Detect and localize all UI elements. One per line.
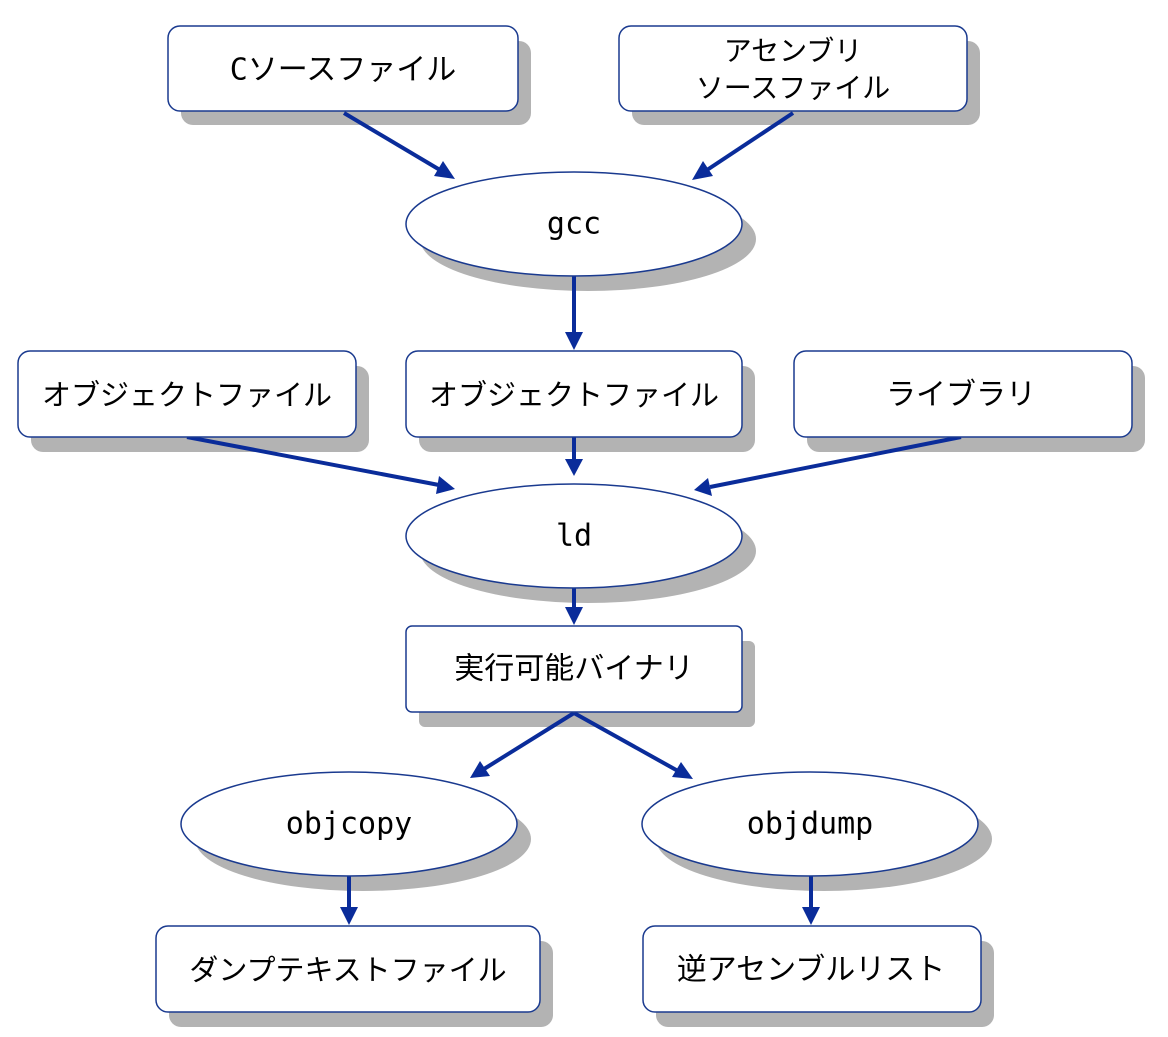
- c-source-file-label: Cソースファイル: [230, 53, 457, 88]
- edge-executable-to-objcopy: [482, 711, 576, 771]
- arrowhead: [565, 607, 583, 625]
- edge-layer: [186, 111, 962, 925]
- library-label: ライブラリ: [886, 378, 1036, 413]
- arrowhead: [340, 907, 358, 925]
- executable-binary-label: 実行可能バイナリ: [454, 652, 693, 687]
- arrowhead: [672, 762, 693, 779]
- ld-node: ld: [405, 483, 743, 589]
- arrowhead: [565, 459, 583, 476]
- objcopy-node: objcopy: [180, 771, 518, 877]
- edge-asmsource-to-gcc: [705, 111, 795, 172]
- executable-binary-box: 実行可能バイナリ: [405, 625, 743, 713]
- arrowhead: [565, 332, 583, 350]
- ld-label: ld: [556, 519, 592, 554]
- dump-text-file-box: ダンプテキストファイル: [155, 925, 541, 1013]
- disassembly-list-label: 逆アセンブルリスト: [677, 953, 946, 988]
- arrowhead: [802, 907, 820, 925]
- objdump-label: objdump: [747, 807, 873, 842]
- disassembly-list-box: 逆アセンブルリスト: [642, 925, 982, 1013]
- object-file-center-label: オブジェクトファイル: [429, 378, 719, 412]
- arrowhead: [470, 761, 490, 778]
- arrowhead: [694, 478, 712, 496]
- gcc-label: gcc: [547, 207, 601, 242]
- dump-text-file-label: ダンプテキストファイル: [189, 953, 506, 987]
- objcopy-label: objcopy: [286, 807, 412, 842]
- assembly-source-file-box: アセンブリ ソースファイル: [618, 25, 968, 112]
- edge-objleft-to-ld: [186, 435, 440, 487]
- arrowhead: [692, 161, 713, 180]
- arrowhead: [434, 161, 455, 179]
- object-file-left-box: オブジェクトファイル: [17, 350, 357, 438]
- object-file-center-box: オブジェクトファイル: [405, 350, 743, 438]
- c-source-file-box: Cソースファイル: [167, 25, 519, 112]
- assembly-source-file-label-line1: アセンブリ: [724, 35, 863, 68]
- assembly-source-file-label-line2: ソースファイル: [696, 72, 891, 105]
- library-box: ライブラリ: [793, 350, 1133, 438]
- arrowhead: [436, 476, 455, 494]
- object-file-left-label: オブジェクトファイル: [42, 378, 332, 412]
- edge-csource-to-gcc: [342, 111, 442, 172]
- edge-library-to-ld: [709, 435, 962, 489]
- gcc-node: gcc: [405, 171, 743, 277]
- edge-executable-to-objdump: [573, 711, 679, 773]
- objdump-node: objdump: [641, 771, 979, 877]
